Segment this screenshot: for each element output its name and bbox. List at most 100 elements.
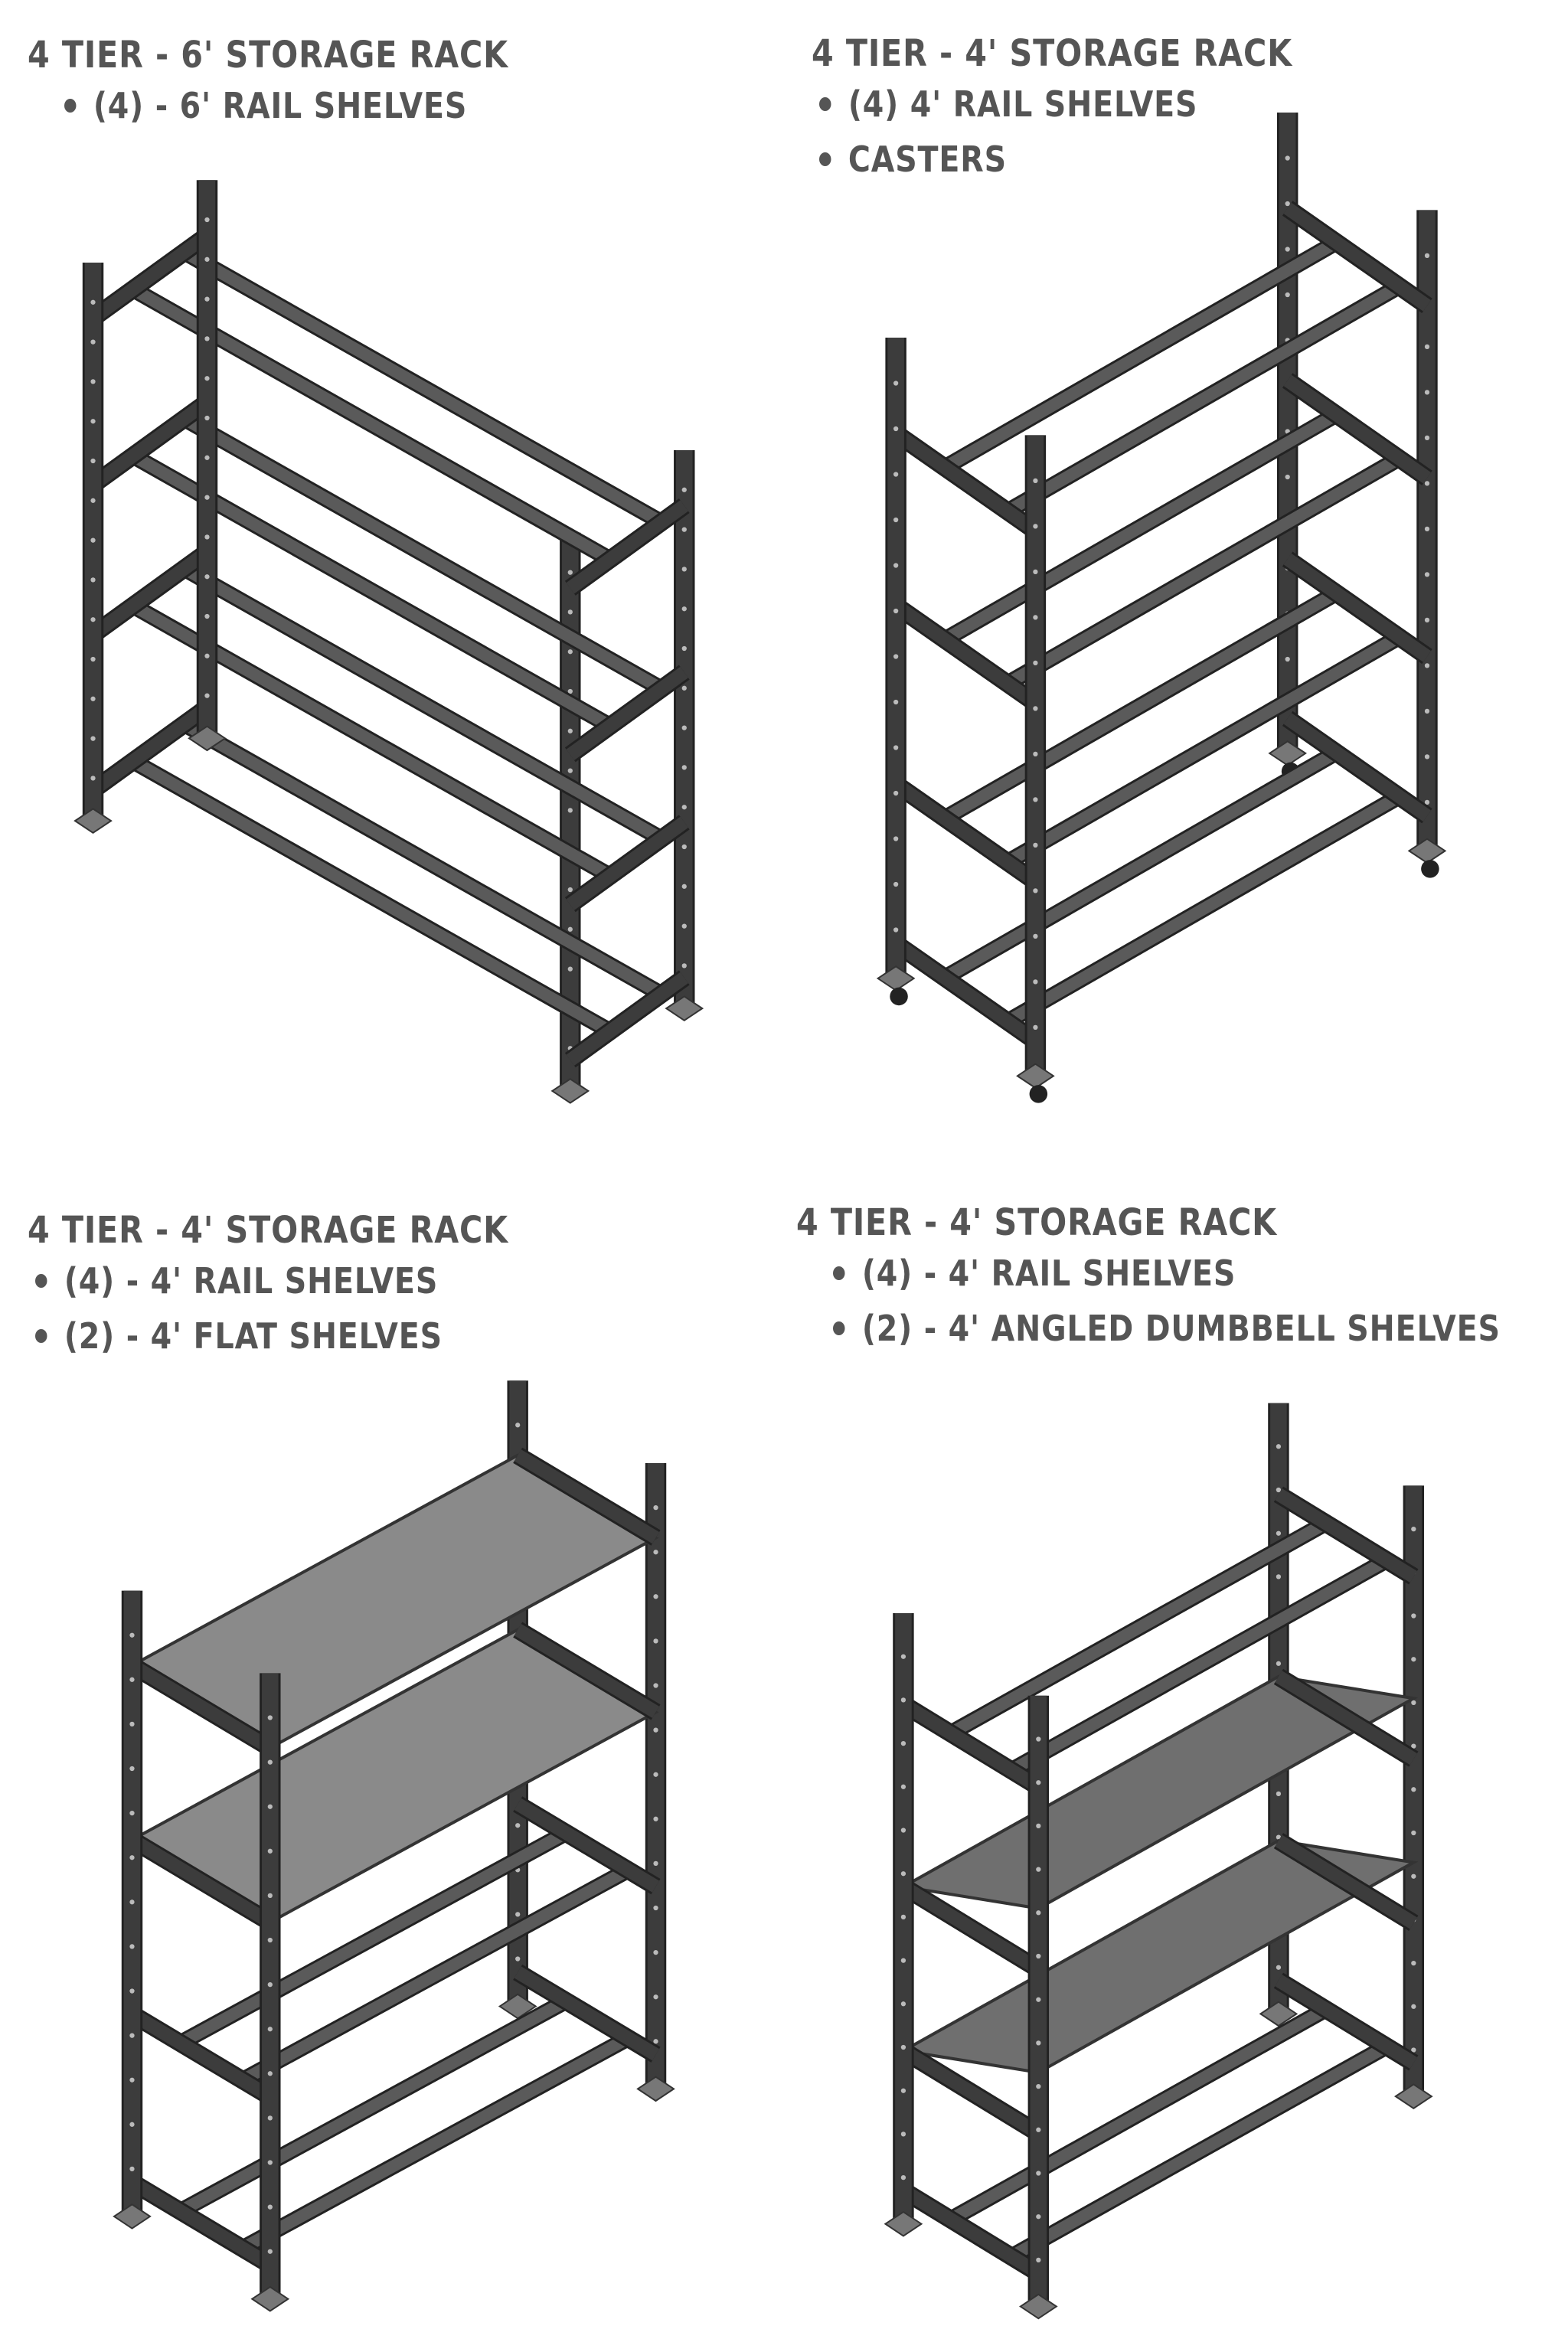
- rail: [129, 756, 613, 1037]
- end-crossbar: [1283, 202, 1432, 312]
- post-hole: [1036, 2214, 1041, 2220]
- rail: [239, 2033, 632, 2254]
- post-hole: [567, 887, 573, 893]
- post-hole: [681, 685, 687, 691]
- post-hole: [129, 2033, 135, 2038]
- post-hole: [129, 1810, 135, 1816]
- post-hole: [267, 1937, 273, 1943]
- end-crossbar: [892, 427, 1040, 537]
- end-crossbar: [900, 2184, 1042, 2279]
- rail: [1004, 632, 1403, 867]
- post-hole: [1036, 1736, 1041, 1742]
- end-crossbar: [1275, 1488, 1417, 1583]
- post-hole: [1033, 888, 1038, 893]
- rail: [942, 587, 1340, 824]
- post-hole: [90, 617, 96, 622]
- post-hole: [567, 688, 573, 694]
- post-hole: [267, 2249, 273, 2254]
- rack-4ft-flat: [113, 1380, 675, 2312]
- post-hole: [204, 256, 210, 262]
- post-hole: [515, 1956, 521, 1962]
- post-hole: [681, 923, 687, 929]
- post-hole: [567, 728, 573, 733]
- post-hole: [1036, 1867, 1041, 1872]
- post-hole: [1276, 1444, 1282, 1449]
- post-hole: [129, 1632, 135, 1638]
- post-hole: [900, 2132, 906, 2137]
- bullet-text: (2) - 4' ANGLED DUMBBELL SHELVES: [861, 1308, 1501, 1349]
- post-hole: [1285, 656, 1290, 662]
- post-hole: [267, 1715, 273, 1720]
- post-hole: [1036, 1780, 1041, 1785]
- bullet-item: (2) - 4' ANGLED DUMBBELL SHELVES: [833, 1301, 1501, 1356]
- foot-plate: [665, 995, 704, 1022]
- end-crossbar: [1283, 713, 1432, 822]
- post-hole: [1411, 1960, 1416, 1966]
- rail: [1008, 2041, 1390, 2262]
- rack-6ft-rail: [74, 180, 704, 1104]
- post-hole: [204, 336, 210, 341]
- bullet-icon: [35, 1274, 47, 1288]
- bullet-icon: [819, 97, 831, 111]
- post-hole: [90, 577, 96, 583]
- post-hole: [900, 1871, 906, 1877]
- post-hole: [90, 696, 96, 701]
- post-hole: [653, 1905, 658, 1911]
- post-hole: [1411, 1657, 1416, 1662]
- product-caption-3: 4 TIER - 4' STORAGE RACK (4) - 4' RAIL S…: [28, 1207, 586, 1364]
- post-hole: [653, 1949, 658, 1955]
- rail: [1004, 452, 1403, 689]
- post-hole: [1285, 474, 1290, 480]
- post-hole: [1033, 979, 1038, 985]
- rail: [181, 718, 665, 1000]
- post-hole: [90, 379, 96, 384]
- post-hole: [204, 574, 210, 580]
- post-hole: [267, 2160, 273, 2165]
- post-hole: [204, 534, 210, 540]
- post-hole: [567, 966, 573, 972]
- post-hole: [653, 1772, 658, 1777]
- end-crossbar: [1283, 374, 1432, 484]
- post-hole: [1036, 2127, 1041, 2132]
- end-crossbar: [89, 397, 211, 491]
- end-crossbar: [892, 938, 1040, 1047]
- post-hole: [1411, 1526, 1416, 1532]
- post-hole: [653, 1816, 658, 1821]
- post-hole: [1276, 1487, 1282, 1493]
- post-hole: [681, 527, 687, 532]
- rail: [942, 237, 1340, 473]
- end-crossbar: [89, 230, 211, 324]
- post-hole: [653, 1994, 658, 2000]
- post-hole: [1276, 1530, 1282, 1536]
- bullet-text: (4) - 6' RAIL SHELVES: [93, 85, 468, 126]
- rail: [181, 247, 665, 528]
- post-hole: [653, 1504, 658, 1511]
- foot-plate: [1393, 2083, 1433, 2110]
- post-hole: [129, 1766, 135, 1772]
- rack-4ft-casters: [876, 113, 1447, 1103]
- bullet-icon: [819, 152, 831, 166]
- end-crossbar: [566, 816, 688, 910]
- post-hole: [1424, 344, 1430, 350]
- post-hole: [204, 495, 210, 500]
- post-hole: [1033, 933, 1038, 939]
- post-hole: [681, 805, 687, 810]
- post-hole: [1033, 1024, 1038, 1031]
- end-crossbar: [128, 1834, 274, 1929]
- end-crossbar: [566, 500, 688, 594]
- post-hole: [1411, 1830, 1416, 1836]
- post-hole: [1424, 754, 1430, 760]
- end-crossbar: [900, 2045, 1042, 2139]
- post-hole: [900, 1740, 906, 1746]
- post-hole: [204, 376, 210, 381]
- post-hole: [567, 570, 573, 575]
- post-hole: [1033, 706, 1038, 711]
- rail: [177, 1995, 570, 2216]
- post-hole: [1424, 572, 1430, 577]
- bullet-icon: [833, 1321, 845, 1335]
- post-hole: [893, 881, 899, 887]
- post-hole: [1424, 526, 1430, 532]
- post-hole: [90, 776, 96, 781]
- end-crossbar: [128, 1659, 274, 1754]
- rail: [947, 2004, 1329, 2225]
